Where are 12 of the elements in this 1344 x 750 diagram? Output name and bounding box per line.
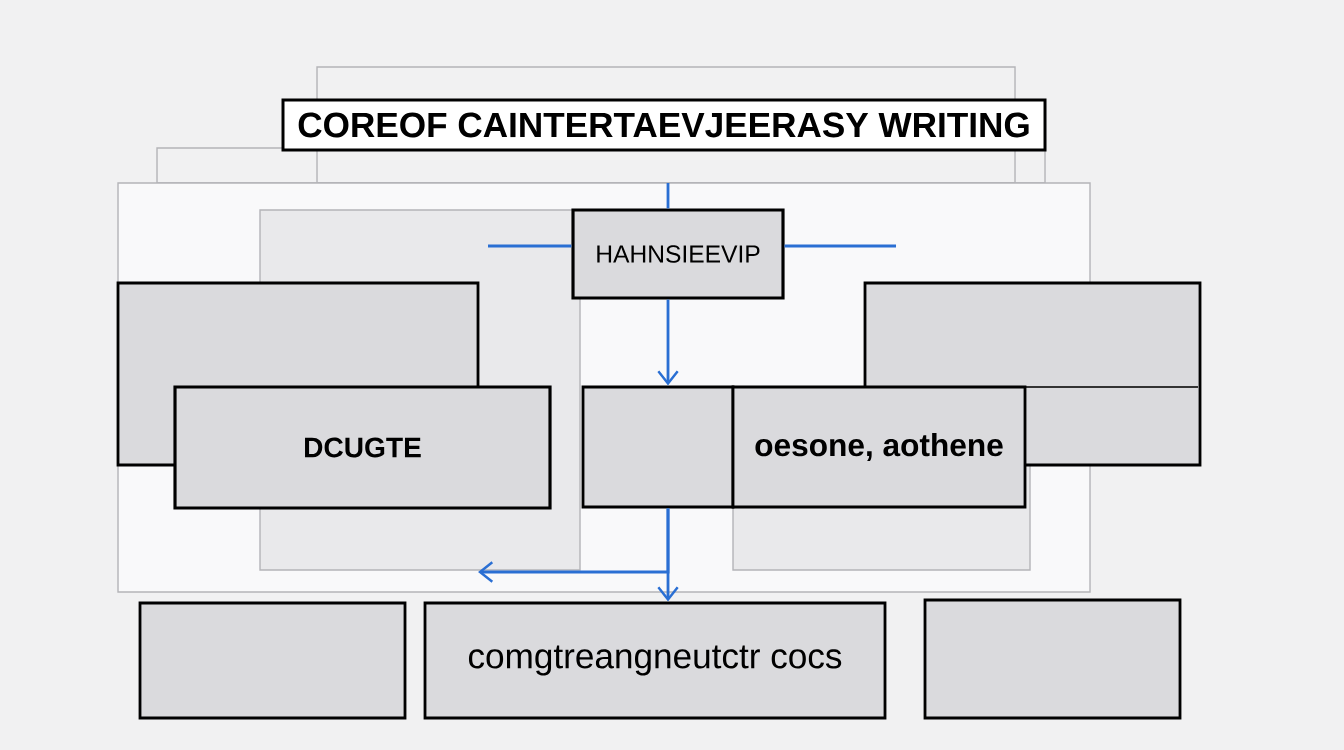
empty-box <box>923 598 1182 720</box>
empty-box <box>138 601 407 720</box>
process-box: comgtreangneutctr cocs <box>423 601 887 720</box>
process-box: DCUGTE <box>173 385 552 510</box>
arrow <box>657 299 679 386</box>
arrow <box>478 508 670 583</box>
connector-line <box>488 244 572 248</box>
connector-line <box>666 183 670 209</box>
process-box: oesone, aothene <box>731 385 1027 509</box>
connector-line <box>784 244 896 248</box>
process-box: HAHNSIEEVIP <box>571 208 785 300</box>
title: COREOF CAINTERTAEVJEERASY WRITING <box>281 98 1047 152</box>
